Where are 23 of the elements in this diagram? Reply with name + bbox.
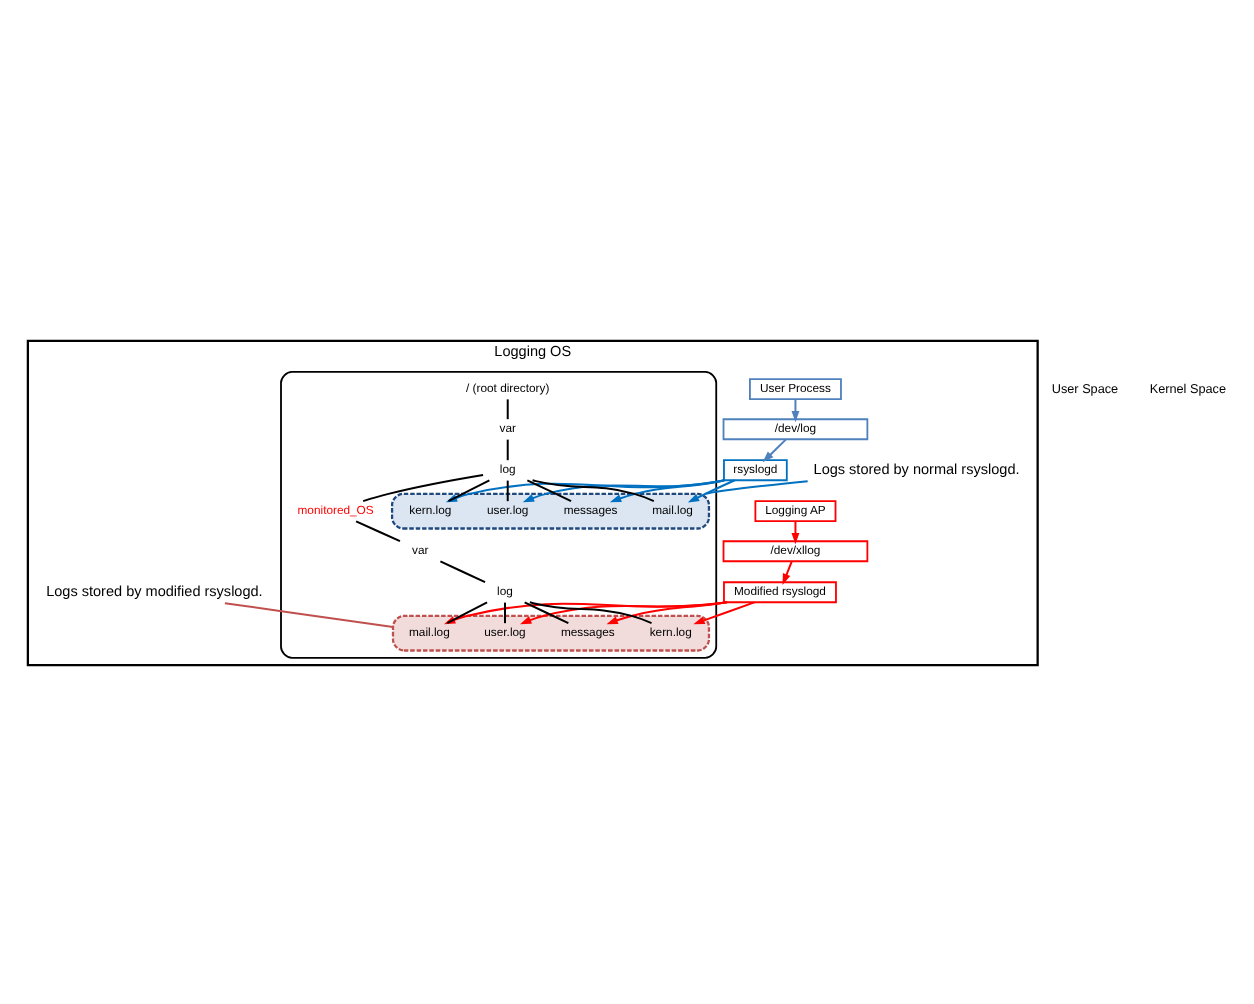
connector bbox=[506, 478, 509, 502]
connector bbox=[523, 600, 570, 624]
connector bbox=[531, 478, 655, 502]
connector bbox=[528, 600, 653, 624]
connector bbox=[704, 479, 809, 494]
node-text: Logs stored by normal rsyslogd. bbox=[813, 458, 1020, 477]
node-text: Logs stored by modified rsyslogd. bbox=[46, 580, 263, 599]
arrow bbox=[687, 478, 736, 502]
arrow bbox=[693, 600, 756, 624]
arrow bbox=[782, 559, 793, 584]
connector bbox=[506, 397, 509, 420]
arrow bbox=[762, 437, 787, 462]
arrow bbox=[791, 397, 800, 422]
connector bbox=[223, 601, 394, 628]
connector bbox=[439, 559, 487, 583]
arrow bbox=[520, 600, 728, 624]
connector bbox=[355, 519, 401, 542]
connector bbox=[506, 437, 509, 461]
cluster bbox=[280, 369, 718, 658]
arrow bbox=[606, 600, 727, 624]
connector bbox=[504, 600, 506, 624]
connector bbox=[526, 478, 573, 502]
arrow bbox=[791, 519, 800, 544]
